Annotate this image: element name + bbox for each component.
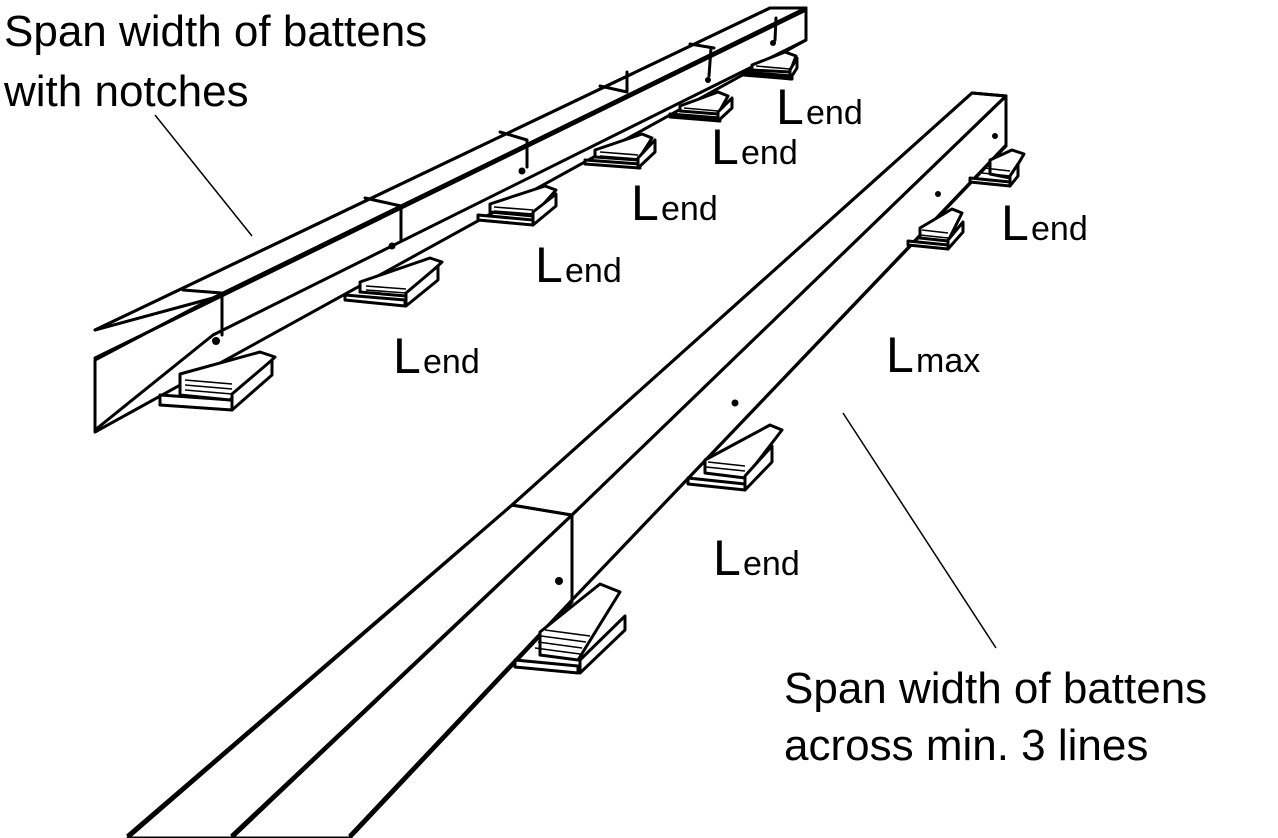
label-l-max: L max bbox=[886, 327, 980, 383]
label-l-end: L end bbox=[393, 328, 480, 384]
leader-line-three-lines bbox=[842, 412, 997, 649]
support-pads-notched bbox=[158, 50, 799, 412]
label-l-end: L end bbox=[1001, 195, 1088, 251]
svg-text:end: end bbox=[423, 343, 480, 381]
svg-text:L: L bbox=[711, 119, 739, 175]
svg-text:end: end bbox=[743, 545, 800, 583]
support-pad bbox=[668, 90, 734, 123]
svg-text:L: L bbox=[535, 237, 563, 293]
continuous-batten bbox=[126, 91, 1026, 838]
support-pad bbox=[686, 423, 784, 492]
svg-text:max: max bbox=[916, 342, 980, 380]
notched-batten-top-face bbox=[93, 6, 808, 332]
notch-joints bbox=[181, 16, 778, 345]
caption-three-lines: Span width of battens across min. 3 line… bbox=[784, 664, 1207, 770]
svg-text:end: end bbox=[661, 190, 718, 228]
svg-text:L: L bbox=[631, 175, 659, 231]
support-pad bbox=[513, 582, 627, 675]
notch-joint bbox=[498, 130, 529, 175]
support-pads-continuous bbox=[513, 148, 1026, 675]
svg-text:end: end bbox=[806, 94, 863, 132]
svg-text:L: L bbox=[886, 327, 914, 383]
support-pad bbox=[476, 184, 558, 227]
svg-text:end: end bbox=[1031, 210, 1088, 248]
support-pad bbox=[906, 207, 965, 251]
caption-notched-line-2: with notches bbox=[3, 67, 249, 116]
support-pad bbox=[343, 256, 444, 308]
support-pad bbox=[968, 148, 1026, 188]
svg-text:L: L bbox=[393, 328, 421, 384]
support-pad bbox=[583, 132, 657, 170]
caption-three-lines-line-1: Span width of battens bbox=[784, 664, 1207, 713]
notch-joint bbox=[598, 46, 713, 94]
support-pad bbox=[158, 350, 277, 412]
svg-text:end: end bbox=[741, 134, 798, 172]
svg-text:L: L bbox=[713, 530, 741, 586]
svg-text:L: L bbox=[1001, 195, 1029, 251]
leader-line-notched bbox=[154, 114, 253, 237]
notch-joint bbox=[688, 16, 778, 50]
label-l-end: L end bbox=[535, 237, 622, 293]
label-l-end: L end bbox=[711, 119, 798, 175]
label-l-end: L end bbox=[631, 175, 718, 231]
support-pad bbox=[741, 50, 799, 81]
label-l-end: L end bbox=[713, 530, 800, 586]
notched-batten bbox=[93, 6, 808, 434]
caption-notched: Span width of battens with notches bbox=[3, 7, 427, 116]
notch-joint bbox=[181, 288, 224, 345]
svg-text:L: L bbox=[776, 79, 804, 135]
notch-joint bbox=[363, 196, 403, 250]
caption-three-lines-line-2: across min. 3 lines bbox=[784, 721, 1148, 770]
label-l-end: L end bbox=[776, 79, 863, 135]
svg-text:end: end bbox=[565, 252, 622, 290]
caption-notched-line-1: Span width of battens bbox=[4, 7, 427, 56]
